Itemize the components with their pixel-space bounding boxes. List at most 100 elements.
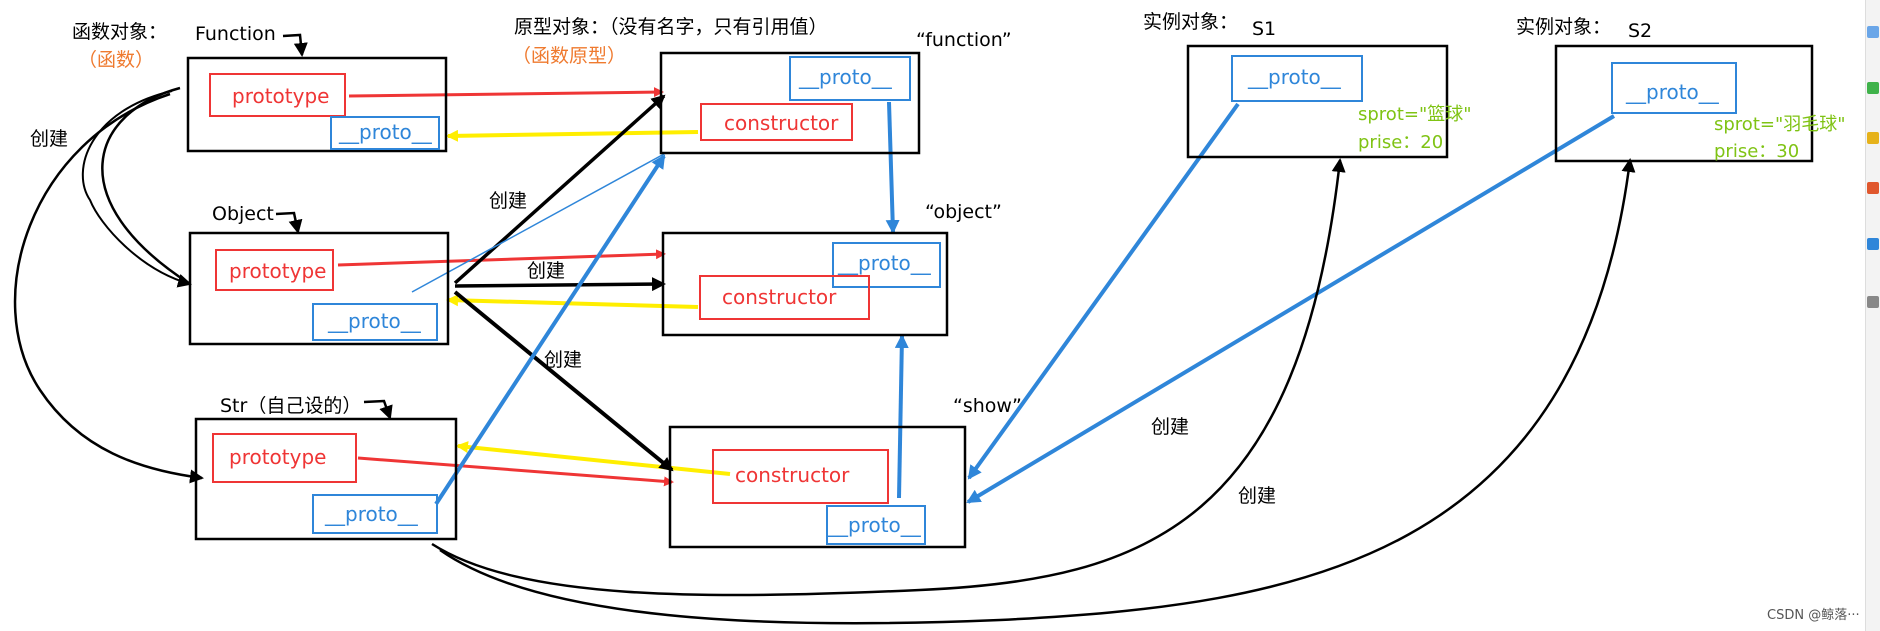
function-box: prototype __proto__ [186,56,448,153]
object-box-frame [188,231,450,346]
object-proto-text: __proto__ [327,309,422,333]
object-prototype-object: __proto__ constructor [661,231,949,337]
function-constructor-arrow [446,129,699,142]
show-proto-object-proto-field [826,505,926,545]
function-proto-object-constructor-field [700,103,853,141]
function-objects-header: 函数对象： [72,21,167,43]
object-proto-object-proto-text: __proto__ [837,251,932,275]
show-proto-to-object [894,334,909,499]
function-objects-subheader: （函数） [78,49,154,71]
s2-proto-text: __proto__ [1625,80,1720,104]
function-proto-object-proto-field [789,56,911,101]
create-curve-function-str [13,92,204,484]
str-box: prototype __proto__ [194,417,458,541]
create-curve-function-object [101,86,191,286]
s1-box-frame [1186,44,1449,159]
s2-box-frame [1554,44,1814,163]
create-label-function: 创建 [489,190,527,212]
str-prototype-arrow [357,456,674,487]
prototype-objects-subheader: （函数原型） [512,45,626,67]
str-name-label: Str（自己设的） [220,395,361,417]
create-label-object: 创建 [527,260,565,282]
toolbar-plus-icon[interactable] [1867,296,1879,308]
csdn-watermark: CSDN @鲸落··· [1767,608,1860,623]
object-name-pointer [275,211,303,234]
show-proto-label: “show” [953,395,1022,417]
create-label-show: 创建 [544,349,582,371]
function-proto-object-proto-text: __proto__ [798,65,893,89]
str-prototype-field [212,433,357,483]
show-proto-object-frame [668,425,967,549]
s1-proto-to-show [967,102,1240,480]
show-proto-object-proto-text: __proto__ [827,513,922,537]
show-proto-object-constructor-text: constructor [735,463,850,487]
s1-proto-text: __proto__ [1247,65,1342,89]
object-proto-label: “object” [925,201,1002,223]
object-box: prototype __proto__ [188,231,450,346]
create-arrow-to-function [453,94,666,285]
toolbar-yellow-icon[interactable] [1867,132,1879,144]
create-curve-str-s1 [431,158,1346,597]
create-curve-str-s2 [439,158,1636,625]
right-edge-toolbar [1865,0,1880,631]
function-proto-object-frame [659,51,921,155]
function-box-frame [186,56,448,153]
object-prototype-field [215,249,334,291]
s1-prise-text: prise：20 [1358,132,1443,153]
toolbar-orange-icon[interactable] [1867,182,1879,194]
str-box-frame [194,417,458,541]
function-proto-text: __proto__ [338,120,433,144]
str-prototype-text: prototype [229,445,326,469]
create-arrow-to-show [453,290,674,472]
s2-proto-field [1611,62,1737,114]
prototype-objects-header: 原型对象：（没有名字，只有引用值） [514,16,828,38]
toolbar-blue-icon-2[interactable] [1867,238,1879,250]
str-proto-text: __proto__ [324,502,419,526]
function-prototype-text: prototype [232,84,329,108]
function-prototype-field [209,73,346,117]
create-label-s2: 创建 [1238,485,1276,507]
function-proto-to-object [885,101,900,234]
show-proto-object-constructor-field [712,449,889,504]
s2-proto-to-show [966,114,1616,504]
object-name-label: Object [212,203,274,225]
create-arrow-to-object [454,277,666,292]
toolbar-green-icon[interactable] [1867,82,1879,94]
object-proto-object-constructor-text: constructor [722,285,837,309]
function-name-pointer [282,33,308,57]
toolbar-blue-icon[interactable] [1867,26,1879,38]
create-label-s1: 创建 [1151,416,1189,438]
create-label-left: 创建 [30,128,68,150]
function-prototype-object: __proto__ constructor [659,51,921,155]
object-prototype-text: prototype [229,259,326,283]
object-proto-object-proto-field [832,242,941,288]
object-proto-object-constructor-field [699,275,870,320]
str-name-pointer [363,399,393,420]
object-proto-object-frame [661,231,949,337]
function-prototype-arrow [348,87,664,98]
instance-s2-box: __proto__ sprot="羽毛球" prise：30 [1554,44,1846,163]
s1-sprot-text: sprot="篮球" [1358,104,1472,125]
object-constructor-arrow [446,294,699,309]
function-proto-field [330,116,440,150]
function-proto-object-constructor-text: constructor [724,111,839,135]
object-proto-field [312,303,438,341]
object-prototype-arrow [337,249,666,267]
instance-s2-label: S2 [1628,20,1652,42]
object-proto-thin-link [411,153,665,293]
instance-header-2: 实例对象： [1516,16,1611,38]
str-proto-link [434,154,666,506]
show-prototype-object: constructor __proto__ [668,425,967,549]
s2-sprot-text: sprot="羽毛球" [1714,114,1846,135]
s2-prise-text: prise：30 [1714,141,1799,162]
create-curve-function-object-2 [81,90,192,288]
instance-s1-label: S1 [1252,18,1276,40]
function-name-label: Function [195,23,276,45]
str-constructor-arrow [456,441,731,476]
instance-s1-box: __proto__ sprot="篮球" prise：20 [1186,44,1472,159]
instance-header-1: 实例对象： [1143,11,1238,33]
function-proto-label: “function” [916,29,1012,51]
str-proto-field [312,494,438,534]
s1-proto-field [1231,55,1363,102]
